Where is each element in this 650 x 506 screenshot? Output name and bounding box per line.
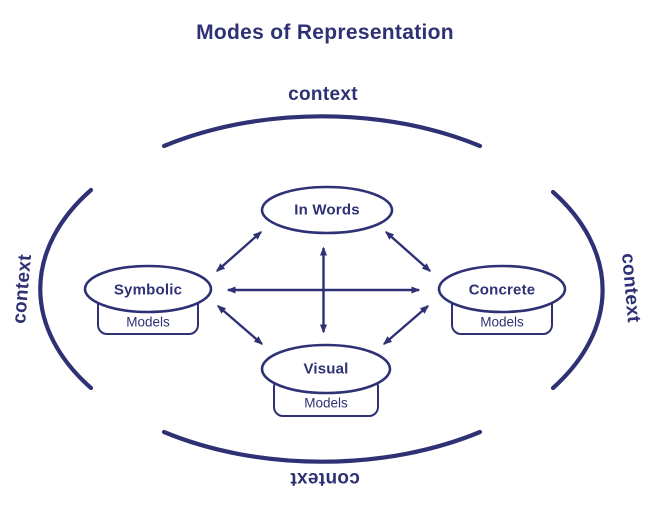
context-arc-top xyxy=(161,114,483,149)
visual-models-label: Models xyxy=(304,395,348,411)
arrow-inwords-concrete xyxy=(384,231,432,272)
arrows xyxy=(215,231,432,345)
in-words-ellipse xyxy=(260,185,394,235)
concrete-models-label: Models xyxy=(480,314,524,330)
visual-label: Visual xyxy=(303,360,349,378)
symbolic-ellipse xyxy=(83,264,213,314)
in-words-label: In Words xyxy=(294,201,360,219)
symbolic-models-label: Models xyxy=(126,314,170,330)
context-arc-bottom xyxy=(161,429,483,464)
context-label-bottom: context xyxy=(290,468,360,489)
context-label-top: context xyxy=(288,84,358,105)
concrete-ellipse xyxy=(437,264,567,314)
node-shapes xyxy=(83,185,567,417)
visual-ellipse xyxy=(260,343,392,395)
arrow-inwords-symbolic xyxy=(215,231,263,272)
context-arc-right xyxy=(550,189,605,391)
page-title: Modes of Representation xyxy=(196,21,454,44)
arrow-symbolic-visual xyxy=(216,305,264,345)
symbolic-label: Symbolic xyxy=(113,281,183,299)
arrow-concrete-visual xyxy=(382,305,430,345)
concrete-label: Concrete xyxy=(468,281,536,299)
context-ring xyxy=(38,114,605,464)
context-arc-left xyxy=(38,187,94,391)
